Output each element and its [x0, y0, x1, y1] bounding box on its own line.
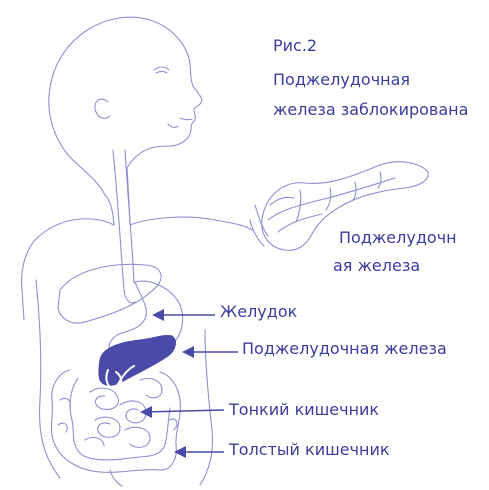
esophagus — [113, 150, 135, 303]
right-shoulder — [130, 217, 252, 230]
caption-line-2-clip: железа заблокирована — [273, 100, 489, 122]
inset-label-line-1: Поджелудочн — [339, 228, 457, 247]
left-shoulder — [22, 219, 114, 320]
label-small-intestine: Тонкий кишечник — [229, 400, 379, 419]
label-pancreas: Поджелудочная железа — [242, 339, 447, 358]
label-large-intestine: Толстый кишечник — [229, 440, 390, 459]
inset-label-line-2: ая железа — [333, 256, 420, 275]
label-stomach: Желудок — [220, 302, 297, 321]
head-outline — [50, 17, 202, 168]
right-side — [200, 330, 213, 485]
arrow-small-intestine — [144, 410, 224, 412]
mouth — [180, 118, 192, 120]
arrowhead-pancreas — [182, 346, 194, 358]
eye — [154, 67, 169, 70]
caption-line-1: Поджелудочная — [273, 70, 410, 89]
caption-line-2: железа заблокирована — [273, 100, 468, 119]
figure-number: Рис.2 — [273, 36, 317, 55]
back-of-head — [49, 88, 105, 195]
ear — [95, 99, 110, 118]
arrowhead-stomach — [152, 309, 164, 321]
